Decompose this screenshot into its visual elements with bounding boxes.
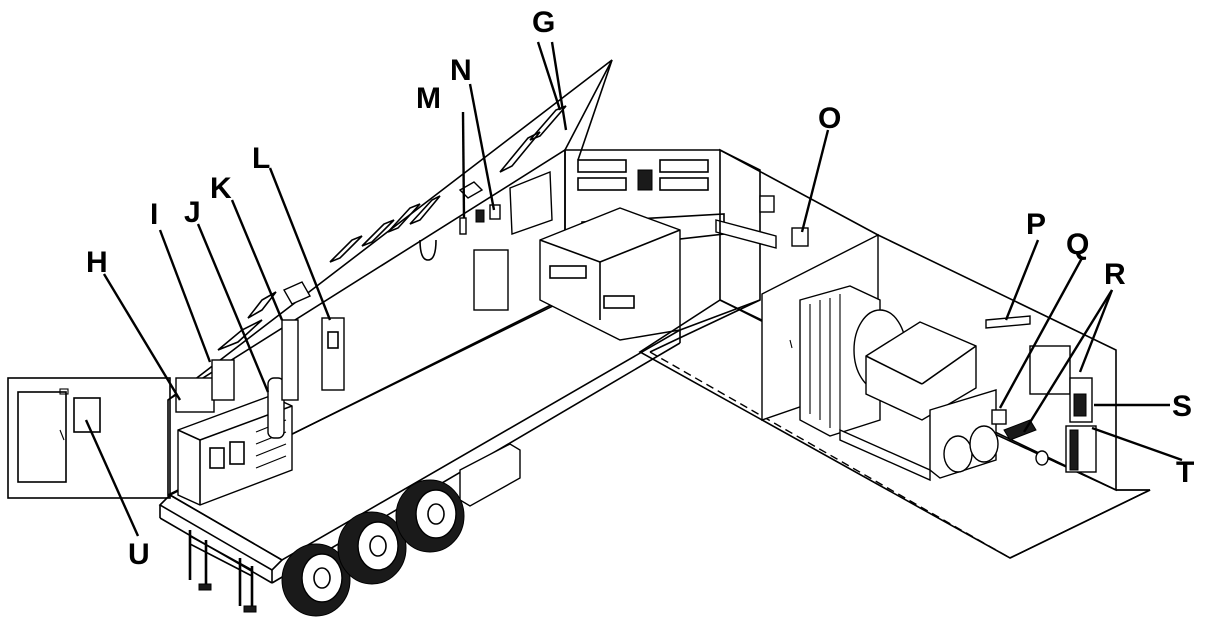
- generator-shelter: [638, 148, 1151, 559]
- callout-g: G: [532, 6, 555, 39]
- callout-labels: G N M O P Q R S T L K J I H U: [86, 6, 1194, 571]
- callout-h: H: [86, 246, 108, 279]
- wheel-3: [395, 479, 465, 553]
- leader-lines: [84, 41, 1183, 537]
- wheel-2: [337, 511, 407, 585]
- main-trailer: [158, 59, 777, 617]
- callout-k: K: [210, 172, 232, 205]
- callout-u: U: [128, 538, 150, 571]
- roof-vents: [217, 105, 567, 351]
- chassis: [188, 443, 521, 617]
- connector-floor: [649, 299, 1011, 559]
- callout-n: N: [450, 54, 472, 87]
- callout-r: R: [1104, 258, 1126, 291]
- callout-p: P: [1026, 208, 1046, 241]
- callout-q: Q: [1066, 228, 1089, 261]
- callout-l: L: [252, 142, 270, 175]
- wall-equipment: [175, 159, 777, 506]
- callout-i: I: [150, 198, 158, 231]
- callout-s: S: [1172, 390, 1192, 423]
- callout-j: J: [184, 196, 201, 229]
- callout-o: O: [818, 102, 841, 135]
- wheel-1: [281, 543, 351, 617]
- generator-set: [799, 285, 999, 482]
- callout-t: T: [1176, 456, 1194, 489]
- callout-m: M: [416, 82, 441, 115]
- exterior-door-panel: [7, 377, 171, 499]
